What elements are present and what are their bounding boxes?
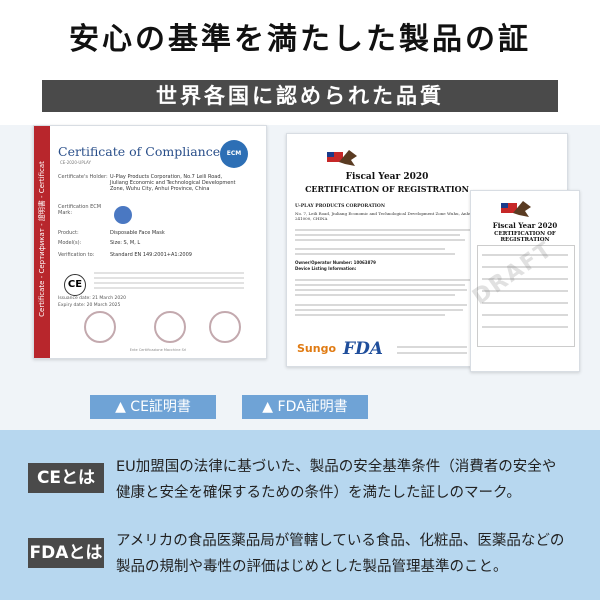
ce-description-line: 健康と安全を確保するための条件）を満たした証しのマーク。	[116, 485, 521, 501]
text-line	[295, 289, 467, 291]
eagle-flag-icon	[327, 150, 357, 166]
text-line	[295, 294, 455, 296]
text-line	[295, 239, 465, 241]
page-title: 安心の基準を満たした製品の証	[69, 22, 531, 57]
ce-description-line: EU加盟国の法律に基づいた、製品の安全基準条件（消費者の安全や	[116, 459, 557, 475]
ce-certificate-number: CE-2020-UPLAY	[60, 160, 91, 165]
text-line	[295, 279, 470, 281]
ce-row: Product:Disposable Face Mask	[58, 230, 165, 236]
ecm-badge-icon: ECM	[220, 140, 248, 168]
device-listing-table	[477, 245, 575, 347]
ce-tag: CEとは	[28, 463, 104, 493]
fda-description-line: 製品の規制や毒性の評価はじめとした製品管理基準のこと。	[116, 559, 508, 575]
text-line	[295, 253, 455, 255]
ce-certificate-label: ▲ CE証明書	[90, 395, 216, 419]
ce-row: Certification ECM Mark:	[58, 204, 102, 216]
fda-fiscal-year: Fiscal Year 2020	[492, 221, 558, 230]
explanation-panel	[0, 430, 600, 600]
text-line	[295, 229, 470, 231]
seal-icon	[154, 311, 186, 343]
seal-icon	[84, 311, 116, 343]
ce-side-strip: Certificate - Сертификат - 證明書 - Certifi…	[34, 126, 50, 358]
text-line	[295, 234, 460, 236]
fda-cert-title: CERTIFICATION OF REGISTRATION	[494, 231, 556, 243]
ce-certificate-title: Certificate of Compliance	[58, 144, 221, 159]
text-line	[397, 352, 467, 354]
fda-certificate-page-2: Fiscal Year 2020 CERTIFICATION OF REGIST…	[470, 190, 580, 372]
fda-logo: FDA	[343, 339, 384, 359]
ce-description: EU加盟国の法律に基づいた、製品の安全基準条件（消費者の安全や 健康と安全を確保…	[116, 454, 586, 506]
ecm-mark-icon	[114, 206, 132, 224]
eagle-flag-icon	[501, 201, 531, 217]
ce-side-text: Certificate - Сертификат - 證明書 - Certifi…	[38, 161, 46, 317]
fda-tag: FDAとは	[28, 538, 104, 568]
text-line	[295, 304, 467, 306]
text-line	[295, 314, 445, 316]
ce-row: Certificate's Holder:U-Play Products Cor…	[58, 174, 236, 192]
ce-mark-icon: CE	[64, 274, 86, 296]
fda-fiscal-year: Fiscal Year 2020	[345, 172, 429, 182]
ce-text-lines	[94, 272, 244, 292]
text-line	[295, 248, 445, 250]
fda-description: アメリカの食品医薬品局が管轄している食品、化粧品、医薬品などの 製品の規制や毒性…	[116, 528, 586, 580]
ce-certificate-image: Certificate - Сертификат - 證明書 - Certifi…	[33, 125, 267, 359]
text-line	[295, 309, 463, 311]
fda-cert-title: CERTIFICATION OF REGISTRATION	[305, 184, 469, 194]
ce-row: Verification to:Standard EN 149:2001+A1:…	[58, 252, 192, 258]
sungo-logo: Sungo	[297, 342, 337, 355]
fda-description-line: アメリカの食品医薬品局が管轄している食品、化粧品、医薬品などの	[116, 533, 565, 549]
text-line	[397, 346, 467, 348]
fda-owner-number: Owner/Operator Number: 10063879	[295, 260, 376, 265]
fda-company: U-PLAY PRODUCTS CORPORATION	[295, 204, 385, 209]
fda-address: No. 7, Leili Road, Jiuliang Economic and…	[295, 211, 475, 221]
ce-footer: Ente Certificazione Macchine Srl	[129, 348, 187, 352]
subtitle-banner: 世界各国に認められた品質	[42, 80, 558, 112]
ce-expiry-date: Expiry date: 20 March 2025	[58, 303, 121, 308]
text-line	[295, 284, 465, 286]
ce-issued-date: Issuance date: 21 March 2020	[58, 296, 127, 301]
fda-device-listing: Device Listing Information:	[295, 266, 357, 271]
ce-row: Model(s):Size: S, M, L	[58, 240, 141, 246]
fda-certificate-label: ▲ FDA証明書	[242, 395, 368, 419]
seal-icon	[209, 311, 241, 343]
